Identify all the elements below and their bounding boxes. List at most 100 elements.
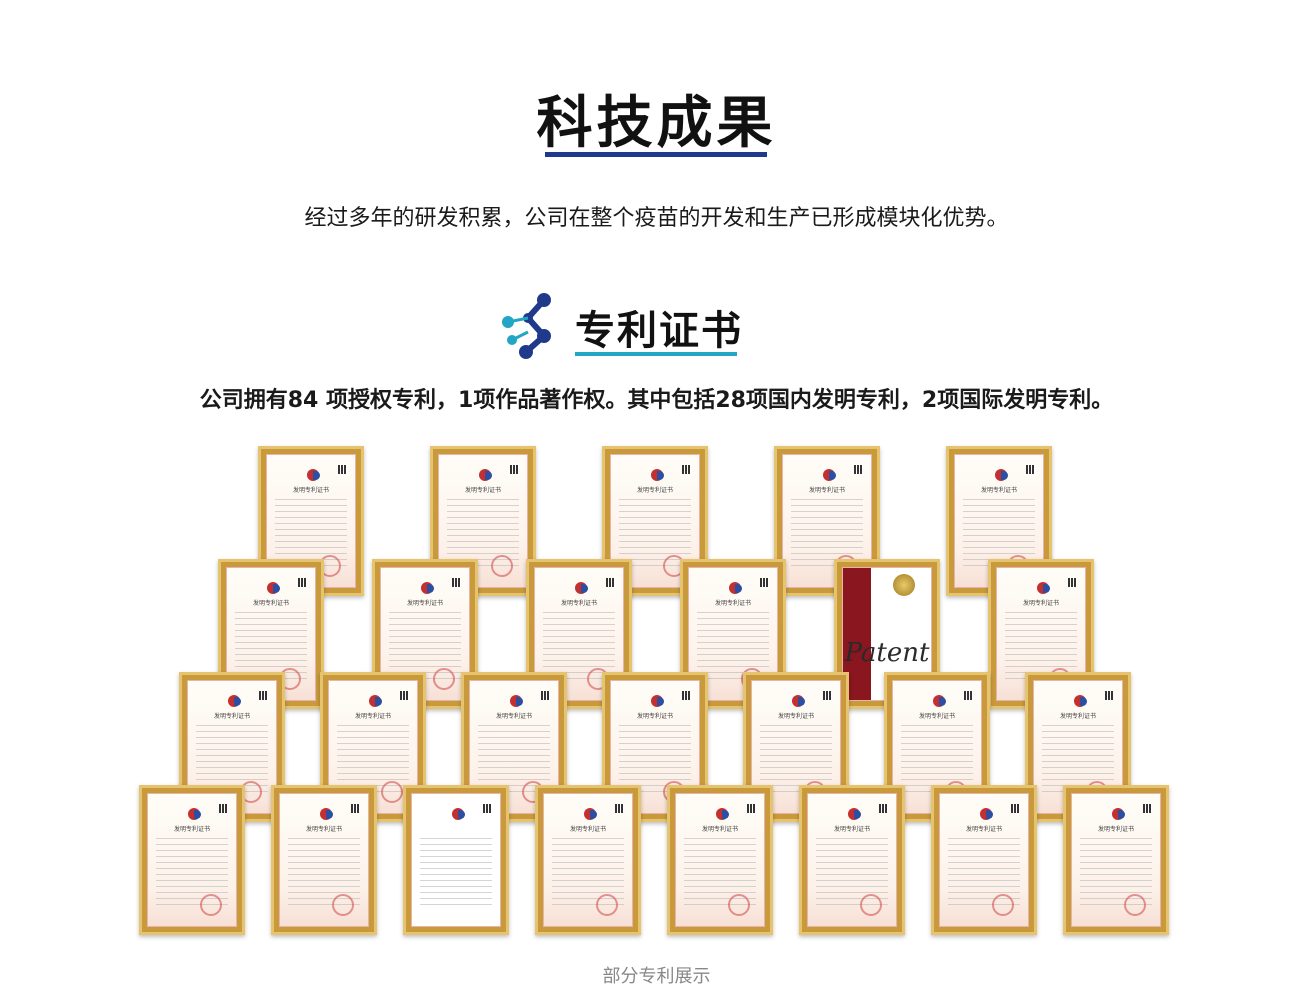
gold-seal-icon bbox=[893, 574, 915, 596]
qr-code-icon bbox=[452, 578, 461, 587]
certificate-paper: 发明专利证书 bbox=[1071, 793, 1161, 927]
certificate-title: 发明专利证书 bbox=[1097, 826, 1134, 833]
red-seal-icon bbox=[332, 894, 354, 916]
qr-code-icon bbox=[541, 691, 550, 700]
cnipa-logo-icon bbox=[575, 582, 588, 594]
certificate-title: 发明专利证书 bbox=[569, 826, 606, 833]
patent-certificate: 发明专利证书 bbox=[1063, 785, 1169, 935]
certificate-paper: 发明专利证书 bbox=[380, 567, 470, 701]
certificate-title: 发明专利证书 bbox=[252, 600, 289, 607]
patent-certificate: 发明专利证书 bbox=[535, 785, 641, 935]
certificate-title: 发明专利证书 bbox=[354, 713, 391, 720]
certificate-title: 发明专利证书 bbox=[406, 600, 443, 607]
certificate-title: 发明专利证书 bbox=[777, 713, 814, 720]
qr-code-icon bbox=[510, 465, 519, 474]
patent-certificate: 发明专利证书 bbox=[799, 785, 905, 935]
qr-code-icon bbox=[879, 804, 888, 813]
patent-certificate: 发明专利证书 bbox=[139, 785, 245, 935]
qr-code-icon bbox=[1026, 465, 1035, 474]
red-seal-icon bbox=[728, 894, 750, 916]
cnipa-logo-icon bbox=[452, 808, 465, 820]
patent-certificate: 发明专利证书 bbox=[179, 672, 285, 822]
qr-code-icon bbox=[483, 804, 492, 813]
section-underline bbox=[575, 352, 737, 356]
cnipa-logo-icon bbox=[188, 808, 201, 820]
qr-code-icon bbox=[1011, 804, 1020, 813]
certificate-paper: 发明专利证书 bbox=[279, 793, 369, 927]
qr-code-icon bbox=[760, 578, 769, 587]
cnipa-logo-icon bbox=[584, 808, 597, 820]
cnipa-logo-icon bbox=[792, 695, 805, 707]
qr-code-icon bbox=[682, 465, 691, 474]
certificate-title: 发明专利证书 bbox=[560, 600, 597, 607]
qr-code-icon bbox=[615, 804, 624, 813]
qr-code-icon bbox=[298, 578, 307, 587]
patent-certificate: 发明专利证书 bbox=[667, 785, 773, 935]
certificate-title: 发明专利证书 bbox=[701, 826, 738, 833]
cnipa-logo-icon bbox=[1037, 582, 1050, 594]
cnipa-logo-icon bbox=[848, 808, 861, 820]
certificate-title: 发明专利证书 bbox=[495, 713, 532, 720]
qr-code-icon bbox=[259, 691, 268, 700]
certificate-title: 发明专利证书 bbox=[464, 487, 501, 494]
red-seal-icon bbox=[596, 894, 618, 916]
certificate-text-lines bbox=[420, 838, 492, 908]
molecule-logo-icon bbox=[502, 293, 551, 359]
caption-text: 部分专利展示 bbox=[602, 966, 711, 987]
red-seal-icon bbox=[433, 668, 455, 690]
red-seal-icon bbox=[200, 894, 222, 916]
cnipa-logo-icon bbox=[479, 469, 492, 481]
cnipa-logo-icon bbox=[1112, 808, 1125, 820]
qr-code-icon bbox=[1068, 578, 1077, 587]
qr-code-icon bbox=[823, 691, 832, 700]
qr-code-icon bbox=[747, 804, 756, 813]
cnipa-logo-icon bbox=[933, 695, 946, 707]
qr-code-icon bbox=[351, 804, 360, 813]
certificate-paper: 发明专利证书 bbox=[675, 793, 765, 927]
red-seal-icon bbox=[381, 781, 403, 803]
cnipa-logo-icon bbox=[995, 469, 1008, 481]
cnipa-logo-icon bbox=[980, 808, 993, 820]
certificate-paper: 发明专利证书 bbox=[187, 680, 277, 814]
certificate-title: 发明专利证书 bbox=[1022, 600, 1059, 607]
qr-code-icon bbox=[1105, 691, 1114, 700]
certificate-paper: 发明专利证书 bbox=[147, 793, 237, 927]
section-title: 专利证书 bbox=[575, 308, 743, 354]
red-seal-icon bbox=[1124, 894, 1146, 916]
certificate-title: 发明专利证书 bbox=[636, 713, 673, 720]
certificate-title: 发明专利证书 bbox=[292, 487, 329, 494]
certificate-title: 发明专利证书 bbox=[918, 713, 955, 720]
certificate-title: 发明专利证书 bbox=[1059, 713, 1096, 720]
certificate-paper: 发明专利证书 bbox=[939, 793, 1029, 927]
qr-code-icon bbox=[606, 578, 615, 587]
certificate-title: 发明专利证书 bbox=[213, 713, 250, 720]
cnipa-logo-icon bbox=[307, 469, 320, 481]
certificate-title: 发明专利证书 bbox=[305, 826, 342, 833]
patent-certificate: 发明专利证书 bbox=[931, 785, 1037, 935]
cnipa-logo-icon bbox=[729, 582, 742, 594]
qr-code-icon bbox=[1143, 804, 1152, 813]
cnipa-logo-icon bbox=[651, 469, 664, 481]
qr-code-icon bbox=[682, 691, 691, 700]
certificate-title: 发明专利证书 bbox=[833, 826, 870, 833]
cnipa-logo-icon bbox=[421, 582, 434, 594]
cnipa-logo-icon bbox=[267, 582, 280, 594]
certificate-title: 发明专利证书 bbox=[965, 826, 1002, 833]
patent-stats-text: 公司拥有84 项授权专利，1项作品著作权。其中包括28项国内发明专利，2项国际发… bbox=[199, 388, 1114, 413]
certificate-title: 发明专利证书 bbox=[173, 826, 210, 833]
certificate-paper: 发明专利证书 bbox=[543, 793, 633, 927]
certificate-title: 发明专利证书 bbox=[808, 487, 845, 494]
cnipa-logo-icon bbox=[1074, 695, 1087, 707]
certificate-paper bbox=[411, 793, 501, 927]
qr-code-icon bbox=[854, 465, 863, 474]
intro-text: 经过多年的研发积累，公司在整个疫苗的开发和生产已形成模块化优势。 bbox=[304, 206, 1009, 231]
qr-code-icon bbox=[964, 691, 973, 700]
cnipa-logo-icon bbox=[369, 695, 382, 707]
title-underline bbox=[545, 152, 767, 157]
patent-certificate: 发明专利证书 bbox=[743, 672, 849, 822]
patent-word: Patent bbox=[844, 638, 930, 668]
patent-certificate: 发明专利证书 bbox=[372, 559, 478, 709]
certificate-title: 发明专利证书 bbox=[636, 487, 673, 494]
patent-certificate: 发明专利证书 bbox=[271, 785, 377, 935]
page-title: 科技成果 bbox=[536, 91, 777, 156]
